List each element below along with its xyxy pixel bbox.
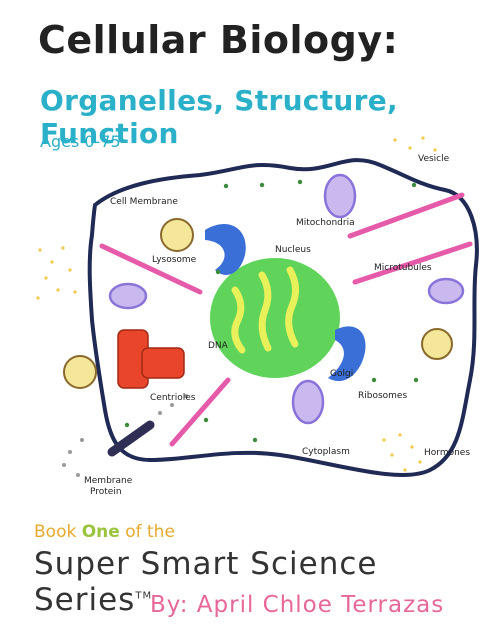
label-mitochondria: Mitochondria [296, 218, 355, 228]
label-ribosomes: Ribosomes [358, 391, 407, 401]
ribosomes [124, 179, 419, 443]
label-centrioles: Centrioles [150, 393, 196, 403]
microtubules [99, 192, 473, 447]
lysosomes [63, 218, 453, 389]
label-lysosome: Lysosome [152, 255, 197, 265]
cell-illustration: Cell Membrane Vesicle Mitochondria Lysos… [36, 136, 479, 497]
label-membrane: Membrane [84, 476, 133, 486]
age-range: Ages 0-75 [40, 132, 121, 151]
label-microtubules: Microtubules [374, 263, 432, 273]
series-name: Super Smart Science SeriesTM [34, 546, 497, 618]
label-nucleus: Nucleus [275, 245, 311, 255]
trademark: TM [135, 590, 153, 602]
label-cell-membrane: Cell Membrane [110, 197, 178, 207]
label-protein: Protein [90, 487, 122, 497]
series-name-text: Super Smart Science Series [34, 546, 378, 618]
series-one: One [81, 522, 120, 542]
centrioles [117, 329, 185, 389]
cell-membrane-outline [87, 158, 479, 477]
label-hormones: Hormones [424, 448, 470, 458]
label-dna: DNA [208, 341, 229, 351]
label-golgi: Golgi [330, 369, 353, 379]
series-book: Book [34, 522, 82, 542]
mitochondria [108, 173, 465, 425]
book-title: Cellular Biology: [38, 18, 399, 62]
series-line-1: Book One of the [34, 522, 175, 542]
series-of-the: of the [119, 522, 175, 542]
label-vesicle: Vesicle [418, 154, 450, 164]
book-subtitle: Organelles, Structure, Function [40, 84, 398, 150]
nucleus [210, 258, 340, 378]
membrane-protein [107, 420, 155, 457]
golgi-apparatus [205, 224, 366, 382]
protein-dots [62, 394, 188, 477]
hormone-dots [36, 136, 437, 472]
dna-strands [231, 266, 299, 354]
label-cytoplasm: Cytoplasm [302, 447, 350, 457]
author: By: April Chloe Terrazas [150, 592, 445, 618]
